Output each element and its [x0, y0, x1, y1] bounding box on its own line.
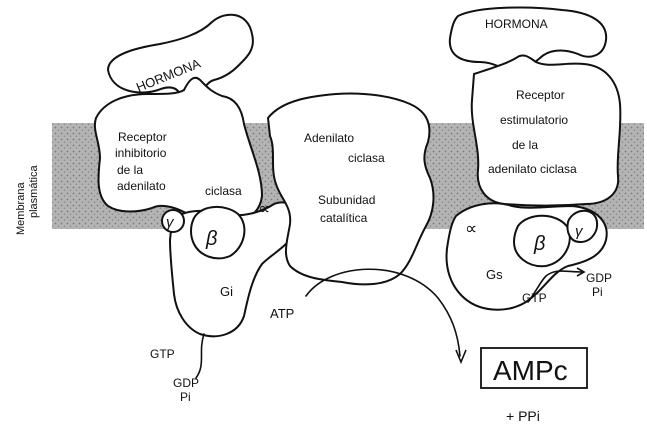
- receptor-inhibitory-line5: ciclasa: [205, 184, 242, 198]
- atp-arrow-head: [456, 350, 466, 362]
- hormone-right-label: HORMONA: [485, 17, 548, 31]
- receptor-inhibitory-line1: Receptor: [118, 130, 167, 144]
- membrane-label-line2: plasmática: [28, 165, 40, 218]
- adenylate-cyclase-shape: [268, 93, 433, 284]
- receptor-inhibitory-line3: de la: [117, 163, 143, 177]
- gi-label: Gi: [220, 284, 233, 299]
- gtp-right-label: GTP: [522, 291, 547, 305]
- gtp-left-label: GTP: [150, 347, 175, 361]
- ampc-label: AMPc: [493, 355, 568, 386]
- atp-label: ATP: [270, 306, 294, 321]
- receptor-inhibitory-line2: inhibitorio: [115, 146, 167, 160]
- gdp-right-label: GDP: [586, 271, 612, 285]
- receptor-stimulatory-shape: [472, 55, 621, 205]
- pi-right-label: Pi: [592, 285, 603, 299]
- catalytic-subunit-line1: Subunidad: [318, 193, 375, 207]
- beta-left-label: β: [205, 228, 217, 250]
- receptor-stimulatory-line1: Receptor: [516, 88, 565, 102]
- alpha-right-label: ∝: [465, 219, 477, 238]
- beta-right-label: β: [533, 233, 545, 255]
- gs-label: Gs: [486, 267, 503, 282]
- ppi-label: + PPi: [506, 408, 540, 424]
- beta-left-shape: [191, 207, 244, 258]
- receptor-stimulatory-line4: adenilato ciclasa: [488, 162, 577, 176]
- adenylate-cyclase-line1: Adenilato: [304, 131, 354, 145]
- receptor-stimulatory-line2: estimulatorio: [500, 113, 568, 127]
- pi-left-label: Pi: [180, 390, 191, 404]
- adenylate-cyclase-line2: ciclasa: [348, 151, 385, 165]
- membrane-label-line1: Membrana: [15, 182, 27, 235]
- receptor-inhibitory-line4: adenilato: [117, 179, 166, 193]
- catalytic-subunit-line2: catalítica: [320, 211, 368, 225]
- gdp-left-label: GDP: [173, 376, 199, 390]
- gi-exchange-line: [196, 334, 204, 378]
- receptor-stimulatory-line3: de la: [512, 138, 538, 152]
- alpha-left-label: ∝: [258, 199, 270, 218]
